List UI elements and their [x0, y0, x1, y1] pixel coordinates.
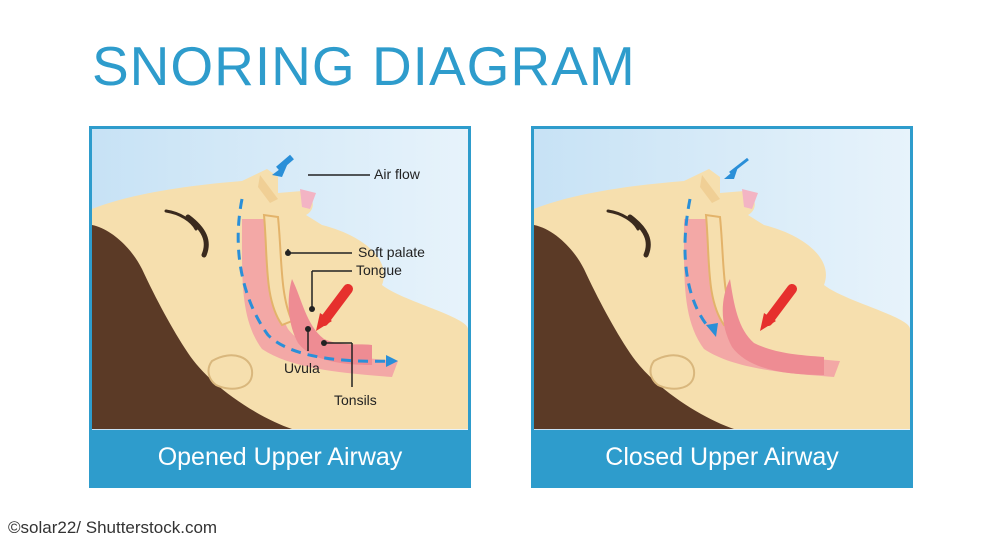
image-credit: ©solar22/ Shutterstock.com [8, 518, 217, 538]
closed-airway-caption: Closed Upper Airway [534, 430, 910, 485]
opened-airway-panel: Air flow Soft palate Tongue Uvula Tonsil… [89, 126, 471, 488]
diagram-title: SNORING DIAGRAM [92, 34, 636, 98]
ear [209, 355, 253, 388]
label-air-flow: Air flow [374, 166, 421, 182]
label-soft-palate: Soft palate [358, 244, 425, 260]
closed-airway-panel: Closed Upper Airway [531, 126, 913, 488]
label-tongue: Tongue [356, 262, 402, 278]
opened-airway-caption: Opened Upper Airway [92, 430, 468, 485]
label-uvula: Uvula [284, 360, 320, 376]
ear [651, 355, 695, 388]
label-tonsils: Tonsils [334, 392, 377, 408]
